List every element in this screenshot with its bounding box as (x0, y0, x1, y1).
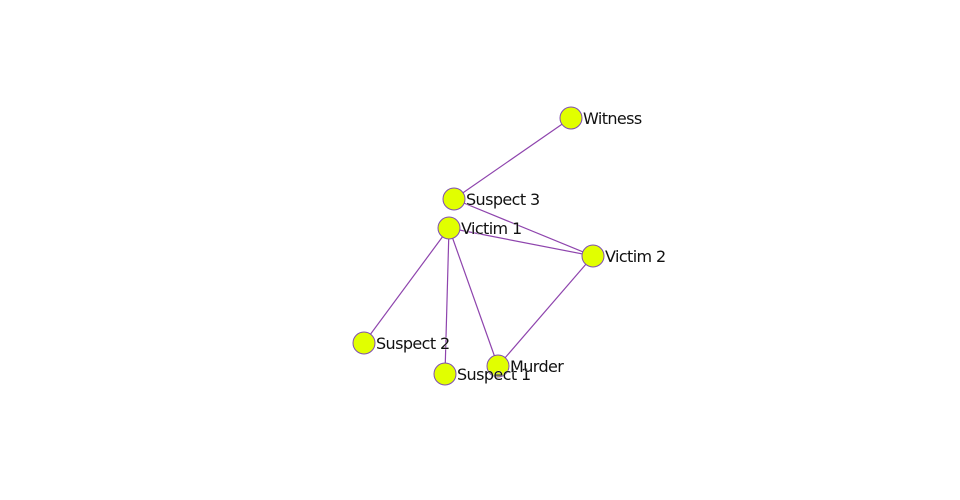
edge-victim1-murder (448, 227, 499, 367)
node-label-victim1: Victim 1 (461, 219, 522, 238)
node-witness[interactable] (559, 106, 583, 130)
edge-suspect3-victim2 (453, 198, 594, 257)
edges-layer (363, 117, 594, 375)
node-suspect2[interactable] (352, 331, 376, 355)
node-label-suspect3: Suspect 3 (466, 190, 540, 209)
node-suspect3[interactable] (442, 187, 466, 211)
node-label-witness: Witness (583, 109, 642, 128)
node-victim2[interactable] (581, 244, 605, 268)
node-victim1[interactable] (437, 216, 461, 240)
edge-victim1-suspect2 (363, 227, 450, 344)
node-suspect1[interactable] (433, 362, 457, 386)
node-label-victim2: Victim 2 (605, 247, 666, 266)
edge-victim2-murder (497, 255, 594, 367)
edge-victim1-victim2 (448, 227, 594, 257)
node-label-suspect2: Suspect 2 (376, 334, 450, 353)
edge-witness-suspect3 (453, 117, 572, 200)
node-label-suspect1: Suspect 1 (457, 365, 531, 384)
nodes-layer (352, 106, 605, 386)
edge-victim1-suspect1 (444, 227, 450, 375)
node-label-murder: Murder (510, 357, 564, 376)
node-murder[interactable] (486, 354, 510, 378)
